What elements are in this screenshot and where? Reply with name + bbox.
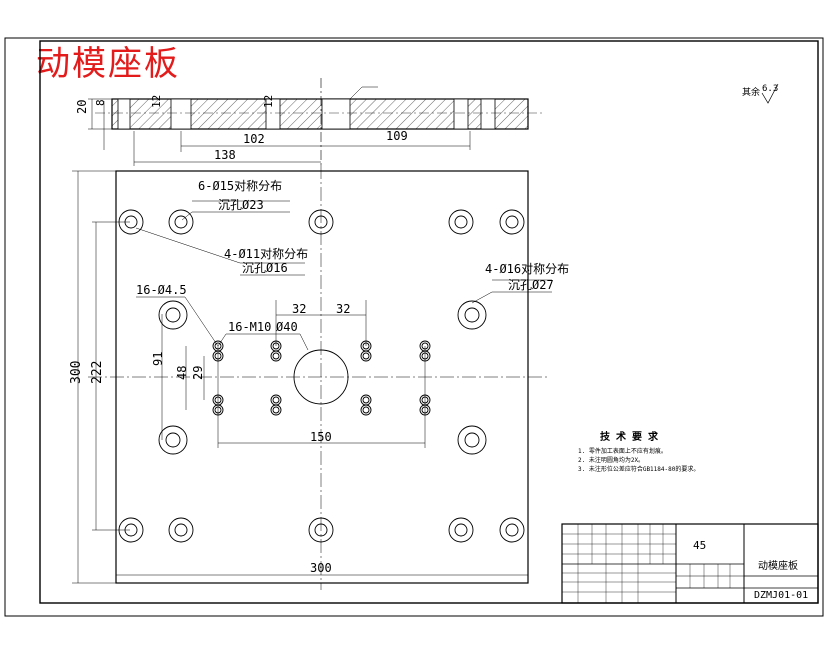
note-16x4-5: 16-Ø4.5 bbox=[136, 283, 187, 297]
counterbore-hole bbox=[448, 517, 474, 543]
counterbore-hole bbox=[168, 209, 194, 235]
tech-line-2: 2. 未注明圆角均为2X。 bbox=[578, 456, 644, 464]
section-view bbox=[88, 78, 545, 166]
dim-91: 91 bbox=[151, 352, 165, 366]
bolt-hole bbox=[360, 350, 372, 362]
dim-32-left: 32 bbox=[292, 302, 306, 316]
bolt-hole bbox=[270, 404, 282, 416]
dim-section-12a: 12 bbox=[150, 95, 163, 108]
note-4x11: 4-Ø11对称分布 bbox=[224, 247, 308, 261]
dim-48: 48 bbox=[175, 366, 189, 380]
tech-title: 技 术 要 求 bbox=[600, 430, 659, 443]
part-name: 动模座板 bbox=[758, 559, 798, 572]
note-dia40: Ø40 bbox=[276, 320, 298, 334]
plan-dimension-lines bbox=[72, 170, 552, 584]
roughness-check-icon bbox=[761, 83, 779, 104]
counterbore-hole bbox=[448, 209, 474, 235]
tech-line-3: 3. 未注形位公差应符合GB1184-80的要求。 bbox=[578, 465, 699, 473]
counterbore-hole bbox=[168, 517, 194, 543]
drawing-code: DZMJ01-01 bbox=[754, 590, 808, 601]
note-counterbore-27: 沉孔Ø27 bbox=[508, 278, 554, 292]
counterbore-hole bbox=[308, 517, 334, 543]
note-4x16: 4-Ø16对称分布 bbox=[485, 262, 569, 276]
dim-section-12b: 12 bbox=[262, 95, 275, 108]
inner-frame bbox=[39, 40, 819, 604]
dim-29: 29 bbox=[191, 366, 205, 380]
drawing-heading: 动模座板 bbox=[36, 44, 180, 84]
material: 45 bbox=[693, 539, 706, 552]
counterbore-hole bbox=[499, 517, 525, 543]
note-counterbore-16: 沉孔Ø16 bbox=[242, 261, 288, 275]
dim-section-109: 109 bbox=[386, 129, 408, 143]
dim-150: 150 bbox=[310, 430, 332, 444]
note-16xm10: 16-M10 bbox=[228, 320, 271, 334]
tech-line-1: 1. 零件加工表面上不应有划痕。 bbox=[578, 447, 667, 455]
dim-section-thickness: 20 bbox=[75, 100, 89, 114]
roughness-value: 6.3 bbox=[762, 84, 778, 94]
dim-222: 222 bbox=[90, 361, 105, 384]
bolt-hole bbox=[270, 394, 282, 406]
bolt-hole bbox=[270, 350, 282, 362]
note-counterbore-23: 沉孔Ø23 bbox=[218, 198, 264, 212]
dim-32-right: 32 bbox=[336, 302, 350, 316]
counterbore-hole bbox=[308, 209, 334, 235]
center-bore bbox=[293, 349, 349, 405]
dim-plate-height: 300 bbox=[69, 361, 84, 384]
roughness-label: 其余 bbox=[742, 86, 760, 98]
guide-hole bbox=[158, 425, 188, 455]
outer-frame bbox=[4, 37, 824, 617]
bolt-hole bbox=[360, 404, 372, 416]
dim-plate-width: 300 bbox=[310, 561, 332, 575]
counterbore-hole bbox=[499, 209, 525, 235]
dim-section-102: 102 bbox=[243, 132, 265, 146]
dim-section-138: 138 bbox=[214, 148, 236, 162]
guide-hole bbox=[457, 425, 487, 455]
guide-hole bbox=[158, 300, 188, 330]
title-block bbox=[561, 523, 819, 604]
bolt-hole bbox=[360, 394, 372, 406]
guide-hole bbox=[457, 300, 487, 330]
dim-section-8: 8 bbox=[94, 99, 107, 106]
note-6x15: 6-Ø15对称分布 bbox=[198, 179, 282, 193]
